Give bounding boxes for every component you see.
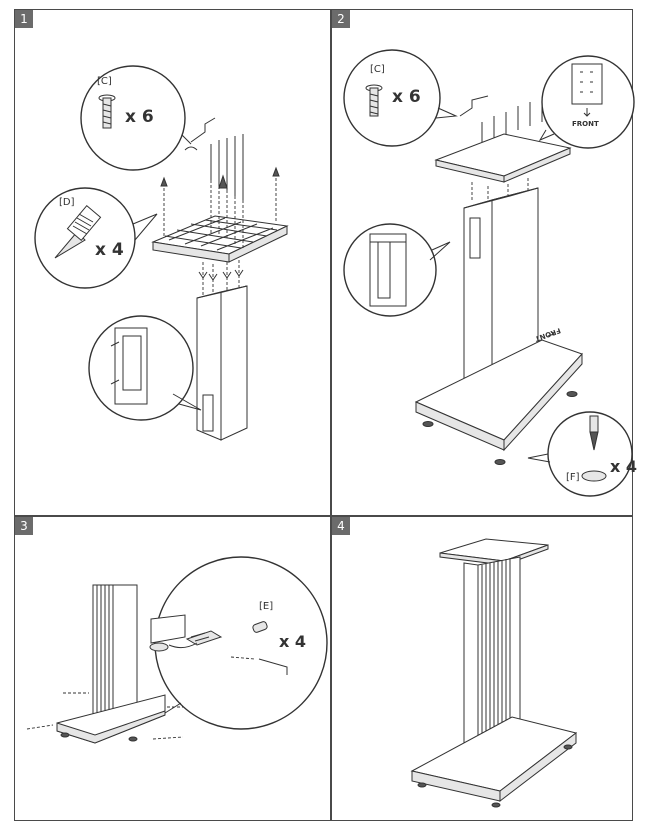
part-c-label: [C] [370,64,385,75]
qty-c-label: x 6 [125,107,154,127]
screw-c-icon [365,84,383,117]
step-number-badge: 4 [332,517,350,535]
step-number-badge: 2 [332,10,350,28]
step-4-illustration [410,538,578,808]
base-plate [414,339,583,452]
foot [422,421,434,427]
qty-f-label: x 4 [610,457,637,476]
column [463,556,521,764]
column-profile-icon [110,327,148,405]
part-c-label: [C] [97,76,112,87]
spike-d-icon [54,205,102,259]
column-profile-icon [369,233,407,307]
foot [566,391,578,397]
step-2-panel: 2 [C] x 6 FRONT [331,9,637,516]
step-3-panel: 3 [E] x 4 [14,516,331,821]
top-plate-frame [151,215,289,263]
step-1-illustration: [C] x 6 [D] x 4 [34,65,289,441]
column [92,584,138,724]
top-plate [434,133,572,183]
screw-c-callout [343,49,441,147]
front-label: FRONT [572,120,599,128]
plate-top-view [571,63,603,105]
step-1-panel: 1 [C] x 6 [D] x 4 [14,9,331,516]
step-4-panel: 4 [331,516,633,821]
qty-d-label: x 4 [95,240,124,260]
part-e-label: [E] [259,601,273,612]
step-3-illustration: [E] x 4 [26,556,328,744]
step-number-badge: 1 [15,10,33,28]
screw-c-icon [98,94,116,129]
top-plate [439,538,549,566]
insert-e-icon [252,621,268,633]
qty-e-label: x 4 [279,632,306,651]
qty-c-label: x 6 [392,87,421,107]
spike-d-callout [34,187,136,289]
base-plate [56,694,166,744]
foot-f-icon [581,415,607,482]
foot [494,459,506,465]
step-2-illustration: [C] x 6 FRONT [343,49,637,497]
part-f-label: [F] [566,472,580,483]
column [196,285,248,441]
step-number-badge: 3 [15,517,33,535]
screw-c-callout [80,65,186,171]
base-plate [410,716,578,803]
part-d-label: [D] [59,197,75,208]
